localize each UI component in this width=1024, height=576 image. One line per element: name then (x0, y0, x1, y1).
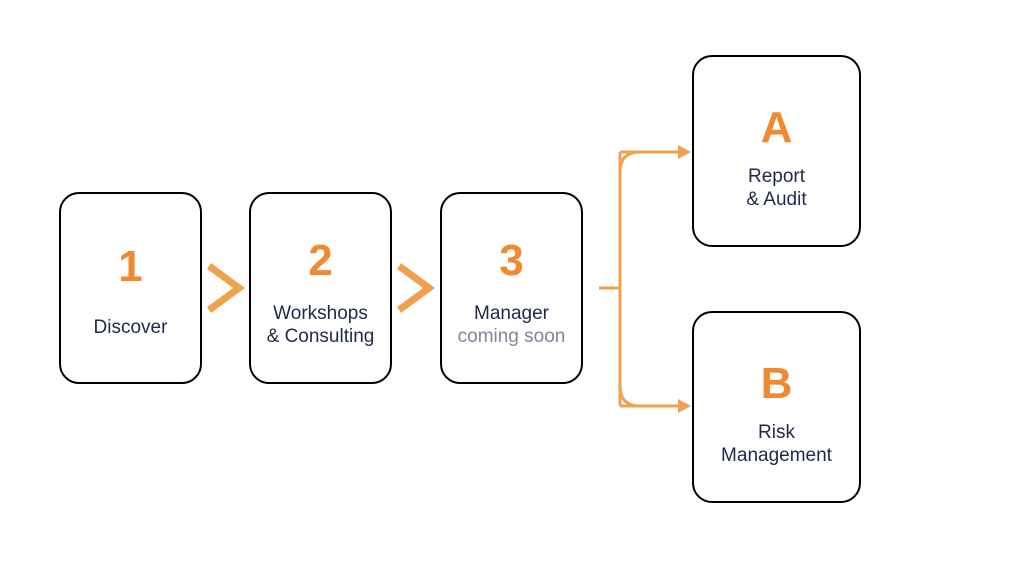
step-number-2: 2 (308, 236, 333, 285)
arrowhead-to-b (678, 399, 691, 413)
outcome-letter-b: B (760, 359, 793, 408)
branch-connector (599, 150, 680, 408)
step-label-line: Manager (474, 303, 549, 324)
outcome-box-risk-management: B Risk Management (692, 311, 861, 503)
step-label-line: Workshops (273, 303, 368, 324)
chevron-arrow-2-3 (396, 263, 435, 313)
arrowhead-to-a (678, 145, 691, 159)
outcome-letter-a: A (760, 103, 793, 152)
outcome-label-report-audit: Report & Audit (694, 165, 859, 211)
step-box-workshops: 2 Workshops & Consulting (249, 192, 392, 384)
outcome-label-risk-management: Risk Management (694, 421, 859, 467)
step-label-manager: Manager coming soon (442, 302, 581, 348)
step-label-line: Discover (93, 317, 168, 338)
outcome-box-report-audit: A Report & Audit (692, 55, 861, 247)
step-label-workshops: Workshops & Consulting (251, 302, 390, 348)
outcome-label-line: Management (721, 445, 832, 466)
coming-soon-note: coming soon (457, 326, 566, 347)
step-box-discover: 1 Discover (59, 192, 202, 384)
step-box-manager: 3 Manager coming soon (440, 192, 583, 384)
step-number-1: 1 (118, 242, 143, 291)
outcome-label-line: & Audit (746, 189, 807, 210)
step-label-line: & Consulting (266, 326, 375, 347)
chevron-arrow-1-2 (206, 263, 245, 313)
outcome-label-line: Risk (758, 422, 795, 443)
step-label-discover: Discover (61, 316, 200, 339)
outcome-label-line: Report (747, 166, 806, 187)
branch-connector-rounded (618, 150, 641, 408)
step-number-3: 3 (499, 236, 524, 285)
